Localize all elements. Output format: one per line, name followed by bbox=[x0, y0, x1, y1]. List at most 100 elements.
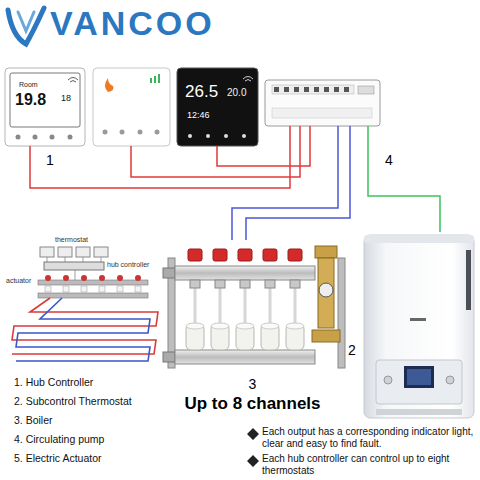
screen-reading: 26.5 bbox=[185, 82, 218, 102]
inset-system-sketch bbox=[94, 247, 108, 257]
manifold-illustration bbox=[319, 283, 333, 297]
brand-logo-icon bbox=[18, 12, 34, 31]
hub-controller-body bbox=[358, 86, 374, 94]
manifold-illustration bbox=[236, 323, 254, 329]
inset-system-sketch bbox=[58, 247, 72, 257]
manifold-illustration bbox=[312, 330, 340, 342]
manifold-illustration bbox=[186, 324, 204, 350]
hub-controller-body bbox=[272, 108, 372, 118]
inset-system-sketch bbox=[40, 247, 54, 257]
inset-label: hub controller bbox=[107, 261, 149, 269]
inset-system-sketch bbox=[76, 247, 90, 257]
boiler-illustration bbox=[410, 318, 426, 321]
boiler-illustration bbox=[384, 376, 392, 384]
screen-reading: 19.8 bbox=[15, 91, 46, 109]
thermostat-a bbox=[68, 78, 78, 83]
hub-controller-body bbox=[265, 80, 380, 126]
thermostat-a bbox=[50, 135, 55, 140]
thermostat-c bbox=[242, 134, 246, 138]
thermostat-a bbox=[5, 68, 85, 146]
inset-label: actuator bbox=[6, 277, 31, 285]
manifold-illustration bbox=[190, 280, 200, 288]
screen-text: 18 bbox=[61, 93, 71, 103]
thermostat-a bbox=[5, 68, 85, 146]
boiler-illustration bbox=[466, 250, 471, 310]
caption-text: Up to 8 channels bbox=[160, 394, 345, 414]
manifold-illustration bbox=[286, 323, 304, 329]
manifold-illustration bbox=[163, 246, 345, 368]
wire-connector bbox=[246, 126, 350, 240]
thermostat-a bbox=[10, 73, 80, 127]
thermostat-panel: 26.520.012:46 bbox=[177, 68, 258, 146]
callout-number: 1 bbox=[46, 152, 54, 168]
hub-controller-body bbox=[314, 87, 319, 92]
inset-system-sketch bbox=[38, 280, 148, 285]
wire-connector bbox=[368, 126, 440, 232]
manifold-illustration bbox=[215, 280, 225, 288]
manifold-illustration bbox=[211, 324, 229, 350]
manifold-illustration bbox=[261, 323, 279, 329]
manifold-illustration bbox=[188, 249, 202, 261]
inset-system-sketch bbox=[99, 275, 105, 281]
hub-controller-body bbox=[304, 87, 309, 92]
legend-item: 1. Hub Controller bbox=[14, 376, 93, 388]
callout-number: 2 bbox=[348, 342, 356, 358]
boiler-illustration bbox=[364, 235, 474, 243]
inset-system-sketch bbox=[117, 286, 123, 292]
bullet-symbol bbox=[247, 428, 259, 467]
brand-name: VANCOO bbox=[50, 4, 215, 43]
manifold-illustration bbox=[175, 266, 315, 280]
thermostat-b bbox=[93, 68, 170, 146]
hub-controller-body bbox=[284, 87, 289, 92]
inset-system-sketch bbox=[12, 247, 158, 361]
manifold-illustration bbox=[186, 323, 204, 329]
manifold: 3 Up to 8 channels bbox=[160, 240, 345, 418]
hub-controller: 4 bbox=[265, 80, 380, 126]
bullet-note: Each output has a corresponding indicato… bbox=[262, 426, 474, 449]
inset-system-sketch bbox=[81, 275, 87, 281]
boiler-illustration bbox=[376, 409, 462, 415]
thermostat-a bbox=[68, 135, 73, 140]
callout-number: 4 bbox=[385, 152, 393, 168]
thermostat-wire bbox=[131, 126, 300, 177]
thermostat-c bbox=[206, 134, 210, 138]
thermostat-a bbox=[33, 135, 38, 140]
thermostat-a bbox=[16, 135, 21, 140]
thermostat-c bbox=[188, 134, 192, 138]
inset-system-sketch bbox=[45, 275, 51, 281]
manifold-illustration bbox=[286, 324, 304, 350]
thermostat-b bbox=[138, 130, 143, 135]
inset-system-sketch bbox=[12, 298, 158, 354]
manifold-illustration bbox=[163, 268, 175, 278]
callout-number: 3 bbox=[160, 376, 345, 392]
manifold-illustration bbox=[240, 280, 250, 288]
hub-controller-body bbox=[344, 87, 349, 92]
legend-item: 4. Circulating pump bbox=[14, 433, 104, 445]
wire-connector bbox=[217, 126, 310, 166]
bullet-symbol bbox=[247, 428, 259, 440]
inset-system-sketch bbox=[38, 293, 148, 298]
boiler-illustration bbox=[404, 366, 434, 388]
manifold-illustration bbox=[211, 323, 229, 329]
inset-system-sketch bbox=[135, 286, 141, 292]
boiler: 2 bbox=[345, 232, 476, 420]
manifold-illustration bbox=[195, 288, 295, 324]
brand-logo-icon bbox=[8, 8, 44, 44]
hub-controller-body bbox=[324, 87, 329, 92]
wire-connector bbox=[232, 126, 338, 240]
thermostat-c bbox=[177, 68, 258, 146]
thermostat-c bbox=[243, 77, 253, 82]
inset-system-sketch bbox=[117, 275, 123, 281]
inset-system-sketch bbox=[135, 275, 141, 281]
boiler-illustration bbox=[364, 235, 474, 418]
wire-connector bbox=[30, 126, 290, 188]
manifold-illustration bbox=[236, 324, 254, 350]
boiler-illustration bbox=[376, 360, 462, 404]
manifold-illustration bbox=[213, 249, 227, 261]
screen-text: 20.0 bbox=[227, 87, 246, 99]
thermostat-b bbox=[154, 76, 156, 83]
brand-logo-icon bbox=[8, 8, 44, 44]
thermostat-c bbox=[224, 134, 228, 138]
hub-controller-body bbox=[294, 87, 299, 92]
inset-system-sketch bbox=[45, 286, 51, 292]
